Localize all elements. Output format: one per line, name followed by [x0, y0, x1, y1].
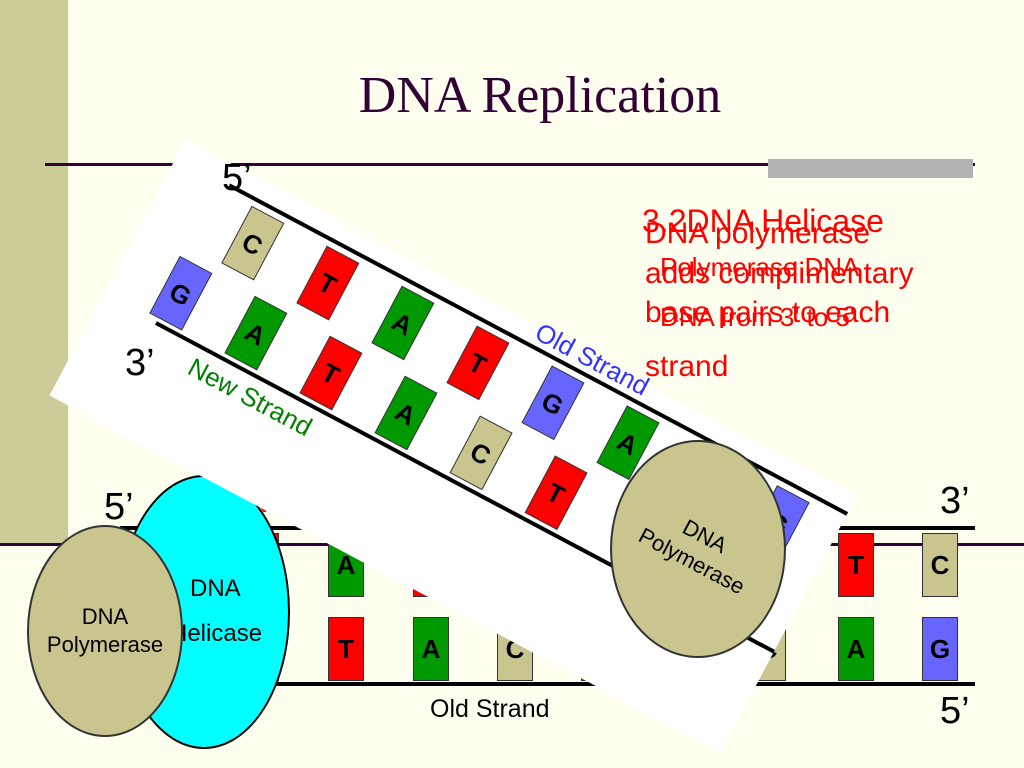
bottom-backbone: [120, 682, 975, 686]
helicase-label-line1: DNA: [190, 575, 241, 602]
dna-polymerase-left: DNA Polymerase: [27, 525, 183, 737]
step-text-line3: base pairs to each: [645, 296, 891, 329]
t-end-bottom: 3’: [125, 342, 155, 384]
title-divider: [45, 163, 975, 166]
h-bottom-base-9: G: [922, 617, 958, 681]
step-alt-line1: Polymerase DNA: [660, 252, 860, 282]
h-top-base-10: C: [922, 533, 958, 597]
helicase-label-line2: Helicase: [170, 620, 263, 647]
h-bottom-base-3: A: [413, 617, 449, 681]
h-bottom-base-2: T: [328, 617, 364, 681]
step-text-line4: strand: [645, 350, 729, 383]
t-end-top: 5’: [222, 157, 252, 199]
dna-polymerase-right: DNA Polymerase: [610, 440, 786, 658]
page-title: DNA Replication: [358, 67, 722, 124]
h-old-strand-label: Old Strand: [430, 695, 550, 723]
polymerase-left-line1: DNA: [81, 604, 129, 629]
polymerase-left-line2: Polymerase: [46, 632, 164, 657]
h-top-base-9: T: [838, 533, 874, 597]
h-end-top-left: 5’: [104, 486, 134, 528]
title-divider-block: [768, 159, 973, 178]
h-end-bottom-right: 5’: [940, 690, 970, 732]
left-accent-bar: [0, 0, 68, 545]
step-title-overlay: 3.2DNA Helicase: [642, 203, 884, 239]
tilted-bottom-bases: G A T A C T: [149, 255, 588, 531]
h-bottom-base-8: A: [838, 617, 874, 681]
h-end-top-right: 3’: [940, 480, 970, 522]
step-text-line1: DNA polymerase: [645, 217, 871, 250]
step-alt-line2: DNA from 3' to 5': [660, 302, 855, 332]
step-text-line2: adds complimentary: [645, 257, 914, 290]
